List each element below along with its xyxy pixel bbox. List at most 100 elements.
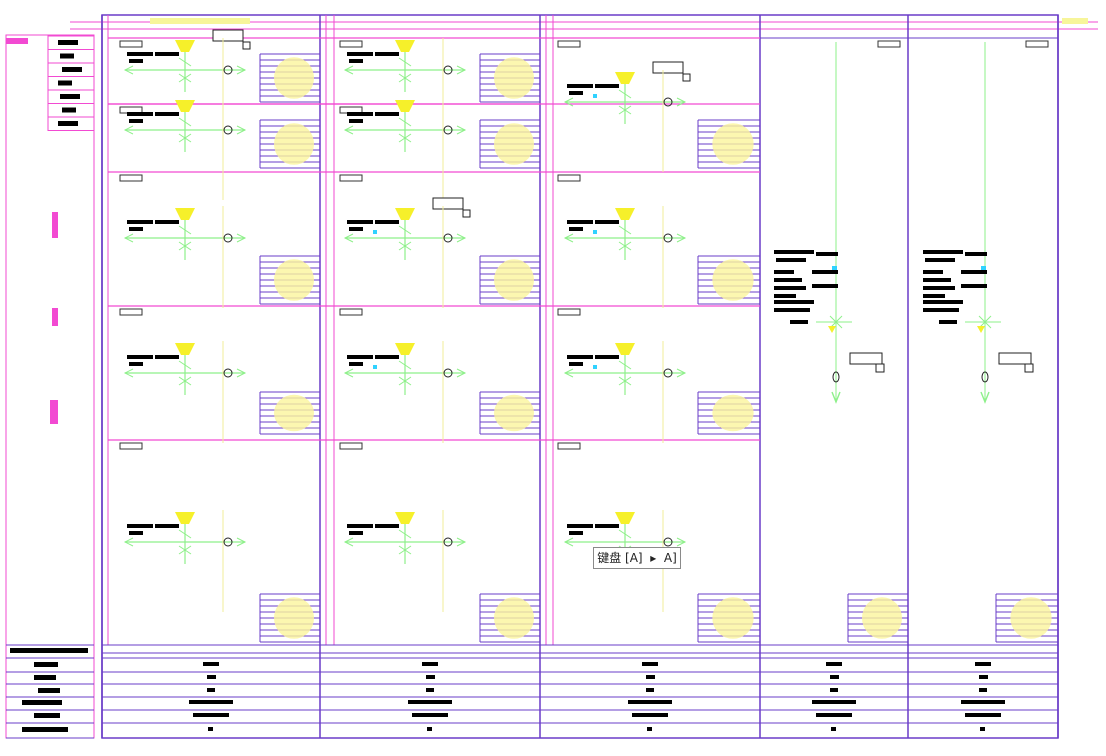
feeder-contact bbox=[178, 545, 192, 555]
feeder-contact bbox=[618, 529, 632, 539]
feeder-label bbox=[567, 84, 593, 88]
feeder-node bbox=[443, 368, 453, 378]
feeder-label bbox=[923, 308, 959, 312]
feeder-callout bbox=[652, 61, 684, 74]
feeder-label bbox=[774, 278, 802, 282]
feeder-label bbox=[127, 524, 153, 528]
feeder-label bbox=[375, 355, 399, 359]
feeder-label bbox=[569, 531, 583, 535]
feeder-symbol bbox=[615, 208, 635, 220]
terminal-fill bbox=[274, 597, 314, 639]
terminal-fill bbox=[1010, 597, 1052, 639]
feeder-node bbox=[223, 537, 233, 547]
feeder-arrow bbox=[123, 125, 134, 135]
feeder-arrow bbox=[456, 233, 467, 243]
feeder-label bbox=[595, 524, 619, 528]
feeder-contact bbox=[178, 57, 192, 67]
table-cell-text bbox=[426, 688, 434, 692]
feeder-symbol bbox=[175, 208, 195, 220]
feeder-label bbox=[155, 52, 179, 56]
feeder-label bbox=[774, 300, 814, 304]
feeder-label bbox=[595, 84, 619, 88]
feeder-symbol bbox=[395, 40, 415, 52]
feeder-label bbox=[595, 220, 619, 224]
feeder-label bbox=[347, 220, 373, 224]
legend-marker bbox=[52, 212, 58, 238]
feeder-callout bbox=[1024, 363, 1034, 373]
feeder-arrow bbox=[123, 537, 134, 547]
legend-marker bbox=[6, 38, 28, 44]
terminal-fill bbox=[712, 597, 754, 639]
feeder-label bbox=[925, 258, 955, 262]
feeder-contact bbox=[178, 376, 192, 386]
feeder-arrow bbox=[236, 65, 247, 75]
feeder-arrow bbox=[343, 233, 354, 243]
feeder-marker bbox=[373, 230, 377, 234]
feeder-label bbox=[375, 52, 399, 56]
feeder-label bbox=[569, 91, 583, 95]
feeder-symbol bbox=[828, 326, 836, 333]
feeder-contact bbox=[178, 529, 192, 539]
legend-label bbox=[58, 40, 78, 45]
feeder-symbol bbox=[615, 512, 635, 524]
feeder-callout bbox=[462, 209, 471, 218]
legend-label bbox=[60, 53, 74, 59]
feeder-node bbox=[663, 537, 673, 547]
feeder-label bbox=[129, 531, 143, 535]
table-cell-text bbox=[975, 662, 991, 666]
feeder-label bbox=[961, 270, 987, 274]
feeder-contact bbox=[178, 360, 192, 370]
feeder-label bbox=[129, 59, 143, 63]
feeder-arrow bbox=[343, 65, 354, 75]
feeder-contact bbox=[398, 376, 412, 386]
terminal-fill bbox=[494, 123, 534, 165]
feeder-arrow bbox=[676, 97, 687, 107]
feeder-label bbox=[923, 270, 943, 274]
panel-tag bbox=[557, 40, 581, 48]
feeder-label bbox=[349, 227, 363, 231]
feeder-arrow bbox=[563, 537, 574, 547]
feeder-node bbox=[832, 371, 840, 383]
feeder-callout bbox=[432, 197, 464, 210]
terminal-fill bbox=[274, 394, 314, 432]
feeder-node bbox=[663, 233, 673, 243]
panel-tag bbox=[339, 174, 363, 182]
legend-cell bbox=[47, 116, 95, 131]
feeder-symbol bbox=[395, 100, 415, 112]
feeder-label bbox=[774, 270, 794, 274]
terminal-fill bbox=[274, 123, 314, 165]
feeder-symbol bbox=[175, 40, 195, 52]
feeder-contact bbox=[618, 241, 632, 251]
feeder-arrow bbox=[456, 125, 467, 135]
feeder-node bbox=[663, 368, 673, 378]
feeder-contact bbox=[398, 545, 412, 555]
feeder-arrow bbox=[343, 537, 354, 547]
table-cell-text bbox=[961, 700, 1005, 704]
feeder-label bbox=[349, 362, 363, 366]
panel-tag bbox=[1025, 40, 1049, 48]
table-cell-text bbox=[812, 700, 856, 704]
table-cell-text bbox=[646, 688, 654, 692]
feeder-label bbox=[127, 52, 153, 56]
feeder-label bbox=[127, 220, 153, 224]
feeder-marker bbox=[832, 266, 837, 271]
terminal-fill bbox=[274, 57, 314, 99]
feeder-contact bbox=[618, 360, 632, 370]
feeder-label bbox=[375, 220, 399, 224]
feeder-symbol bbox=[395, 343, 415, 355]
table-cell-text bbox=[422, 662, 438, 666]
feeder-label bbox=[375, 524, 399, 528]
feeder-arrow bbox=[123, 368, 134, 378]
feeder-contact bbox=[178, 225, 192, 235]
feeder-label bbox=[965, 252, 987, 256]
terminal-fill bbox=[274, 259, 314, 301]
table-cell-text bbox=[408, 700, 452, 704]
terminal-fill bbox=[862, 597, 902, 639]
feeder-label bbox=[816, 252, 838, 256]
feeder-node bbox=[443, 65, 453, 75]
table-row-label bbox=[34, 675, 56, 680]
feeder-symbol bbox=[175, 343, 195, 355]
feeder-label bbox=[347, 52, 373, 56]
feeder-label bbox=[923, 294, 945, 298]
